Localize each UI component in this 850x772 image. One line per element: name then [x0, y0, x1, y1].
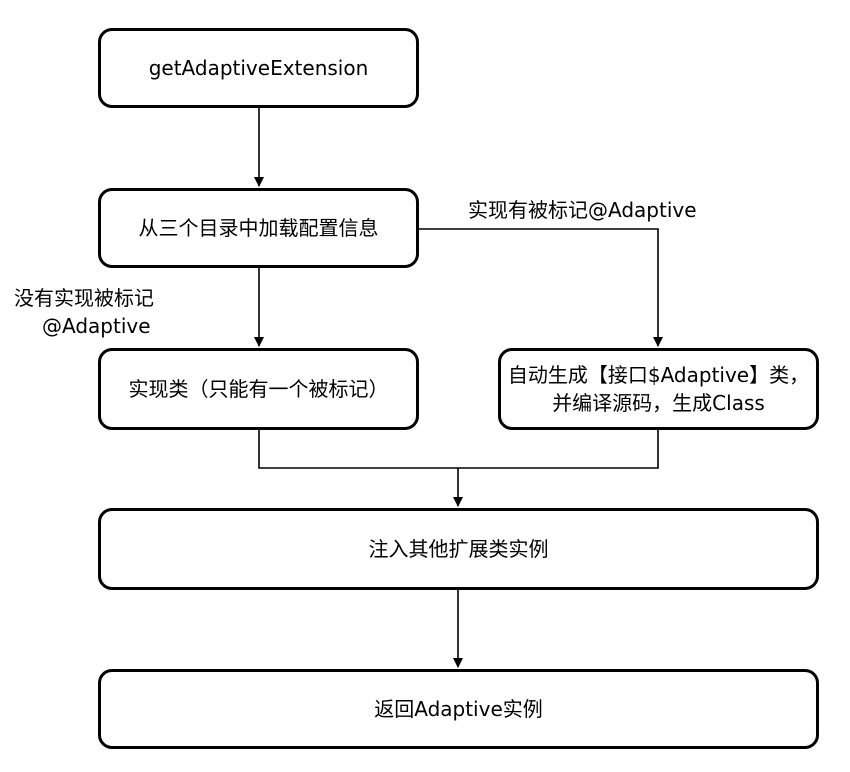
- node-impl-class: 实现类（只能有一个被标记）: [98, 348, 419, 430]
- node-impl-class-label: 实现类（只能有一个被标记）: [128, 377, 389, 401]
- edge-impl-to-join: [258, 430, 458, 469]
- edge-auto-to-join: [458, 430, 659, 469]
- node-return-instance: 返回Adaptive实例: [98, 669, 819, 749]
- node-auto-generate-label: 自动生成【接口$Adaptive】类，并编译源码，生成Class: [507, 363, 810, 415]
- node-return-instance-label: 返回Adaptive实例: [374, 697, 543, 721]
- node-load-config: 从三个目录中加载配置信息: [98, 188, 419, 268]
- node-get-adaptive-extension-label: getAdaptiveExtension: [148, 56, 369, 80]
- edge-label-marked: 实现有被标记@Adaptive: [468, 196, 697, 224]
- node-load-config-label: 从三个目录中加载配置信息: [138, 216, 379, 240]
- edge-label-unmarked-line1: 没有实现被标记: [14, 286, 154, 310]
- node-auto-generate: 自动生成【接口$Adaptive】类，并编译源码，生成Class: [498, 348, 819, 430]
- edge-load-to-auto: [418, 228, 663, 347]
- node-inject-extensions: 注入其他扩展类实例: [98, 508, 819, 590]
- edge-label-unmarked-line2: @Adaptive: [42, 314, 151, 338]
- node-get-adaptive-extension: getAdaptiveExtension: [98, 28, 419, 108]
- node-inject-extensions-label: 注入其他扩展类实例: [368, 537, 549, 561]
